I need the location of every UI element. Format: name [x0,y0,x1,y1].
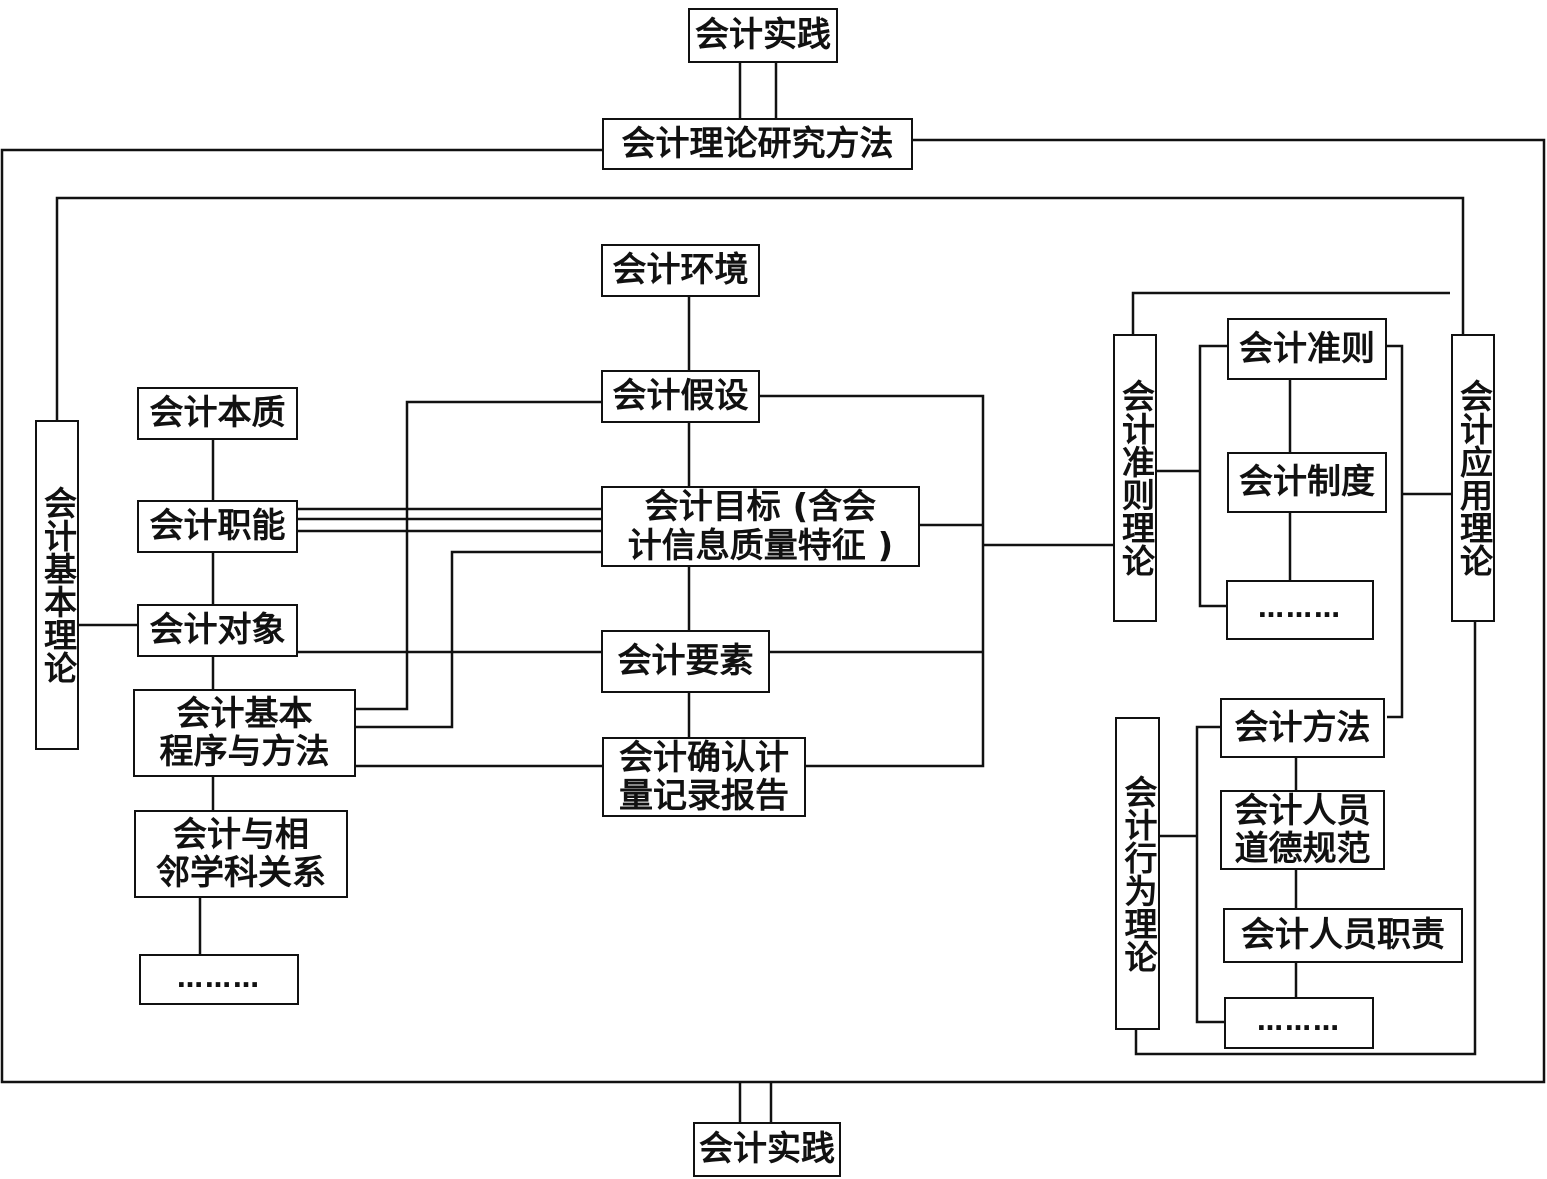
behavior-more-box: ……… [1224,997,1374,1049]
standards-box: 会计准则 [1227,318,1387,380]
environment-box: 会计环境 [601,244,760,297]
system-box: 会计制度 [1227,452,1387,513]
recognition-box: 会计确认计 量记录报告 [602,737,806,817]
ethics-box: 会计人员 道德规范 [1220,790,1385,870]
practice-bottom-box: 会计实践 [693,1122,841,1177]
standards-more-box: ……… [1226,580,1374,640]
function-label: 会计职能 [149,506,286,547]
method-box: 会计方法 [1220,698,1385,758]
left-more-label: ……… [177,963,261,994]
behavior-theory-box: 会计行为理论 [1115,717,1160,1030]
essence-box: 会计本质 [137,387,298,440]
objective-label-line2: 计信息质量特征 ) [627,525,894,566]
environment-label: 会计环境 [612,250,749,291]
practice-bottom-label: 会计实践 [699,1129,835,1170]
essence-label: 会计本质 [149,393,286,434]
ethics-label-line1: 会计人员 [1234,790,1371,831]
object-label: 会计对象 [149,610,286,651]
assumption-box: 会计假设 [601,370,760,423]
ethics-label-line2: 道德规范 [1234,829,1371,869]
elements-box: 会计要素 [601,630,770,693]
basic-theory-label: 会计基本理论 [38,486,78,684]
standards-theory-label: 会计准则理论 [1116,379,1156,577]
system-label: 会计制度 [1239,462,1375,503]
research-method-label: 会计理论研究方法 [621,123,894,164]
recognition-label-line2: 量记录报告 [619,776,789,816]
practice-top-label: 会计实践 [695,15,831,56]
behavior-theory-label: 会计行为理论 [1118,774,1158,973]
standards-more-label: ……… [1258,594,1342,625]
recognition-label-line1: 会计确认计 [619,737,789,778]
applied-theory-label: 会计应用理论 [1454,379,1494,577]
neighbor-disciplines-line2: 邻学科关系 [156,853,326,893]
objective-label-line1: 会计目标 (含会 [644,487,877,528]
function-box: 会计职能 [137,500,298,553]
elements-label: 会计要素 [617,641,754,682]
left-more-box: ……… [139,954,299,1005]
neighbor-disciplines-line1: 会计与相 [173,814,309,855]
applied-theory-box: 会计应用理论 [1451,334,1495,622]
objective-box: 会计目标 (含会 计信息质量特征 ) [601,486,920,567]
procedure-box: 会计基本 程序与方法 [133,689,356,777]
research-method-box: 会计理论研究方法 [602,118,913,170]
behavior-more-label: ……… [1257,1007,1341,1038]
practice-top-box: 会计实践 [688,8,838,63]
standards-label: 会计准则 [1239,328,1375,369]
duties-label: 会计人员职责 [1241,915,1445,956]
basic-theory-box: 会计基本理论 [35,420,79,750]
procedure-label-line2: 程序与方法 [159,732,330,772]
neighbor-disciplines-box: 会计与相 邻学科关系 [134,810,348,898]
object-box: 会计对象 [137,604,298,657]
standards-theory-box: 会计准则理论 [1113,334,1157,622]
assumption-label: 会计假设 [612,376,749,417]
method-label: 会计方法 [1234,707,1371,748]
procedure-label-line1: 会计基本 [176,693,313,734]
duties-box: 会计人员职责 [1223,908,1463,963]
